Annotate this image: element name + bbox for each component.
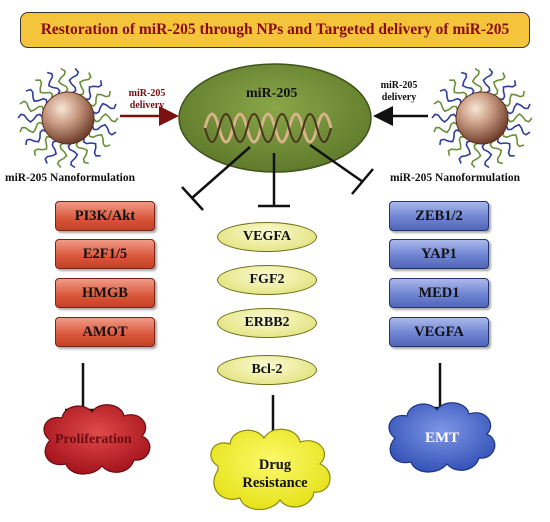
nanoparticle-strand [482,67,494,94]
nanoparticle-strand [68,67,80,94]
nanoparticle-strand [505,123,531,136]
mir205-label: miR-205 [246,86,298,101]
left-target-box: AMOT [55,317,155,347]
center-target-pill: ERBB2 [217,308,317,338]
center-target-pill: Bcl-2 [217,355,317,385]
nanoparticle-strand [25,129,48,146]
nanoparticle-strand [78,72,92,97]
nanoparticle-strand [471,67,483,94]
nanoparticle-strand [496,136,515,157]
nanoparticle-strand [46,71,61,96]
nanoparticle-strand [19,121,45,134]
right-target-label: YAP1 [421,245,457,262]
right-delivery-line1: miR-205 [380,80,418,91]
left-nanoparticle-icon [17,67,119,169]
emt-cloud [388,402,496,473]
nanoparticle-strand [88,131,111,148]
left-nanoformulation-label: miR-205 Nanoformulation [5,172,136,184]
left-target-label: HMGB [82,284,128,301]
nanoparticle-strand [470,142,482,169]
right-delivery-line2: delivery [381,92,417,103]
drug-resistance-line1: Drug [258,457,292,473]
helix-icon [203,112,333,144]
nanoparticle-core [455,91,509,145]
drug-resistance-line2: Resistance [242,475,308,491]
nanoparticle-strand [44,139,58,164]
nanoparticle-strand [56,142,68,169]
nanoparticle-strand [460,71,475,96]
center-target-pill: FGF2 [217,265,317,295]
center-target-label: FGF2 [249,272,285,287]
right-nanoparticle-icon [431,67,533,169]
nanoparticle-strand [481,142,493,169]
left-delivery-line2: delivery [129,100,165,111]
nanoparticle-strand [489,140,504,165]
right-target-label: MED1 [418,284,460,301]
nanoparticle-strand [91,123,117,136]
left-target-label: E2F1/5 [82,245,128,262]
nanoparticle-strand [91,102,117,115]
nanoparticle-strand [502,90,525,107]
center-target-pill: VEGFA [217,222,317,252]
left-target-label: AMOT [82,323,128,340]
left-target-box: PI3K/Akt [55,201,155,231]
title-banner: Restoration of miR-205 through NPs and T… [20,12,530,48]
right-nanoformulation-label: miR-205 Nanoformulation [390,172,521,184]
nanoparticle-strand [33,135,52,156]
nanoparticle-strand [88,90,111,107]
nanoparticle-strand [431,113,458,124]
right-delivery-label: miR-205 delivery [376,80,422,104]
emt-label: EMT [425,430,460,446]
nanoparticle-strand [84,80,103,101]
nanoparticle-strand [439,88,462,105]
nanoparticle-strand [57,67,69,94]
nanoparticle-strand [439,129,462,146]
nanoparticle-strand [433,100,459,113]
proliferation-label: Proliferation [55,432,132,447]
center-target-label: VEGFA [243,229,291,244]
center-target-label: ERBB2 [244,315,290,330]
proliferation-cloud [43,404,151,475]
right-target-label: ZEB1/2 [415,207,463,224]
nanoparticle-core [41,91,95,145]
left-delivery-line1: miR-205 [128,88,166,99]
nanoparticle-strand [82,136,101,157]
nanoparticle-strand [506,112,533,123]
nanoparticle-strand [449,79,468,100]
nanoparticle-strand [492,72,506,97]
left-target-box: HMGB [55,278,155,308]
left-target-box: E2F1/5 [55,239,155,269]
nanoparticle-strand [35,79,54,100]
nanoparticle-strand [433,121,459,134]
nanoparticle-strand [498,80,517,101]
nanoparticle-strand [505,102,531,115]
drug-resistance-cloud [210,428,331,511]
center-target-label: Bcl-2 [251,362,283,377]
nanoparticle-strand [19,100,45,113]
nanoparticle-strand [502,131,525,148]
right-target-label: VEGFA [414,323,464,340]
nanoparticle-strand [447,135,466,156]
right-target-box: ZEB1/2 [389,201,489,231]
nanoparticle-strand [67,142,79,169]
left-target-label: PI3K/Akt [74,207,136,224]
nanoparticle-strand [17,113,44,124]
diagram-title: Restoration of miR-205 through NPs and T… [40,21,510,38]
right-target-box: VEGFA [389,317,489,347]
drug-resistance-label: Drug Resistance [230,456,320,492]
right-target-box: YAP1 [389,239,489,269]
left-delivery-label: miR-205 delivery [124,88,170,112]
nanoparticle-strand [92,112,119,123]
nanoparticle-strand [458,139,472,164]
nanoparticle-strand [75,140,90,165]
right-target-box: MED1 [389,278,489,308]
nanoparticle-strand [25,88,48,105]
